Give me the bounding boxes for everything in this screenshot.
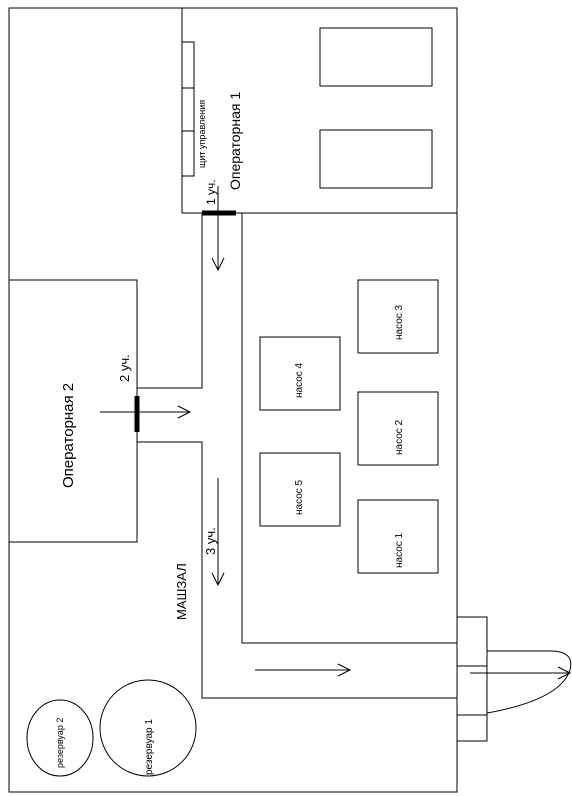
operator-room-2-label: Операторная 2: [60, 383, 77, 488]
pump-4-label: насос 4: [294, 362, 305, 398]
tank-1-circle: [99, 679, 197, 777]
operator-room-1-label: Операторная 1: [227, 92, 243, 190]
control-panel-label: щит управления: [197, 100, 207, 168]
pump-2-label: насос 2: [394, 419, 405, 455]
machine-hall-outline: [241, 213, 457, 644]
pump-5-label: насос 5: [294, 479, 305, 515]
pump-3-box: [357, 279, 439, 354]
section-1-label: 1 уч.: [204, 179, 218, 205]
tank-2-circle: [26, 699, 94, 777]
arrow-right-2: [100, 405, 192, 419]
control-panel: [181, 41, 195, 177]
corridor-lower: [137, 441, 457, 699]
machine-hall-label: МАШЗАЛ: [174, 563, 189, 620]
tank-2-label: резервуар 2: [55, 718, 65, 768]
arrow-down-3: [211, 478, 225, 587]
pump-1-box: [357, 499, 439, 574]
cabinet-1: [319, 27, 433, 87]
pump-5-box: [259, 452, 341, 527]
outlet-structure: [456, 616, 488, 742]
pump-1-label: насос 1: [394, 532, 405, 568]
arrow-right-flow: [255, 663, 352, 677]
corridor-upper: [137, 213, 203, 389]
pump-4-box: [259, 336, 341, 411]
section-3-label: 3 уч.: [203, 527, 218, 555]
section-2-label: 2 уч.: [117, 354, 132, 382]
pump-3-label: насос 3: [394, 304, 405, 340]
pump-2-box: [357, 391, 439, 466]
outlet-gate: [486, 650, 572, 714]
tank-1-label: резервуар 1: [144, 719, 155, 775]
arrow-right-outlet: [470, 666, 572, 680]
arrow-down-1: [211, 225, 225, 272]
cabinet-2: [319, 129, 433, 189]
